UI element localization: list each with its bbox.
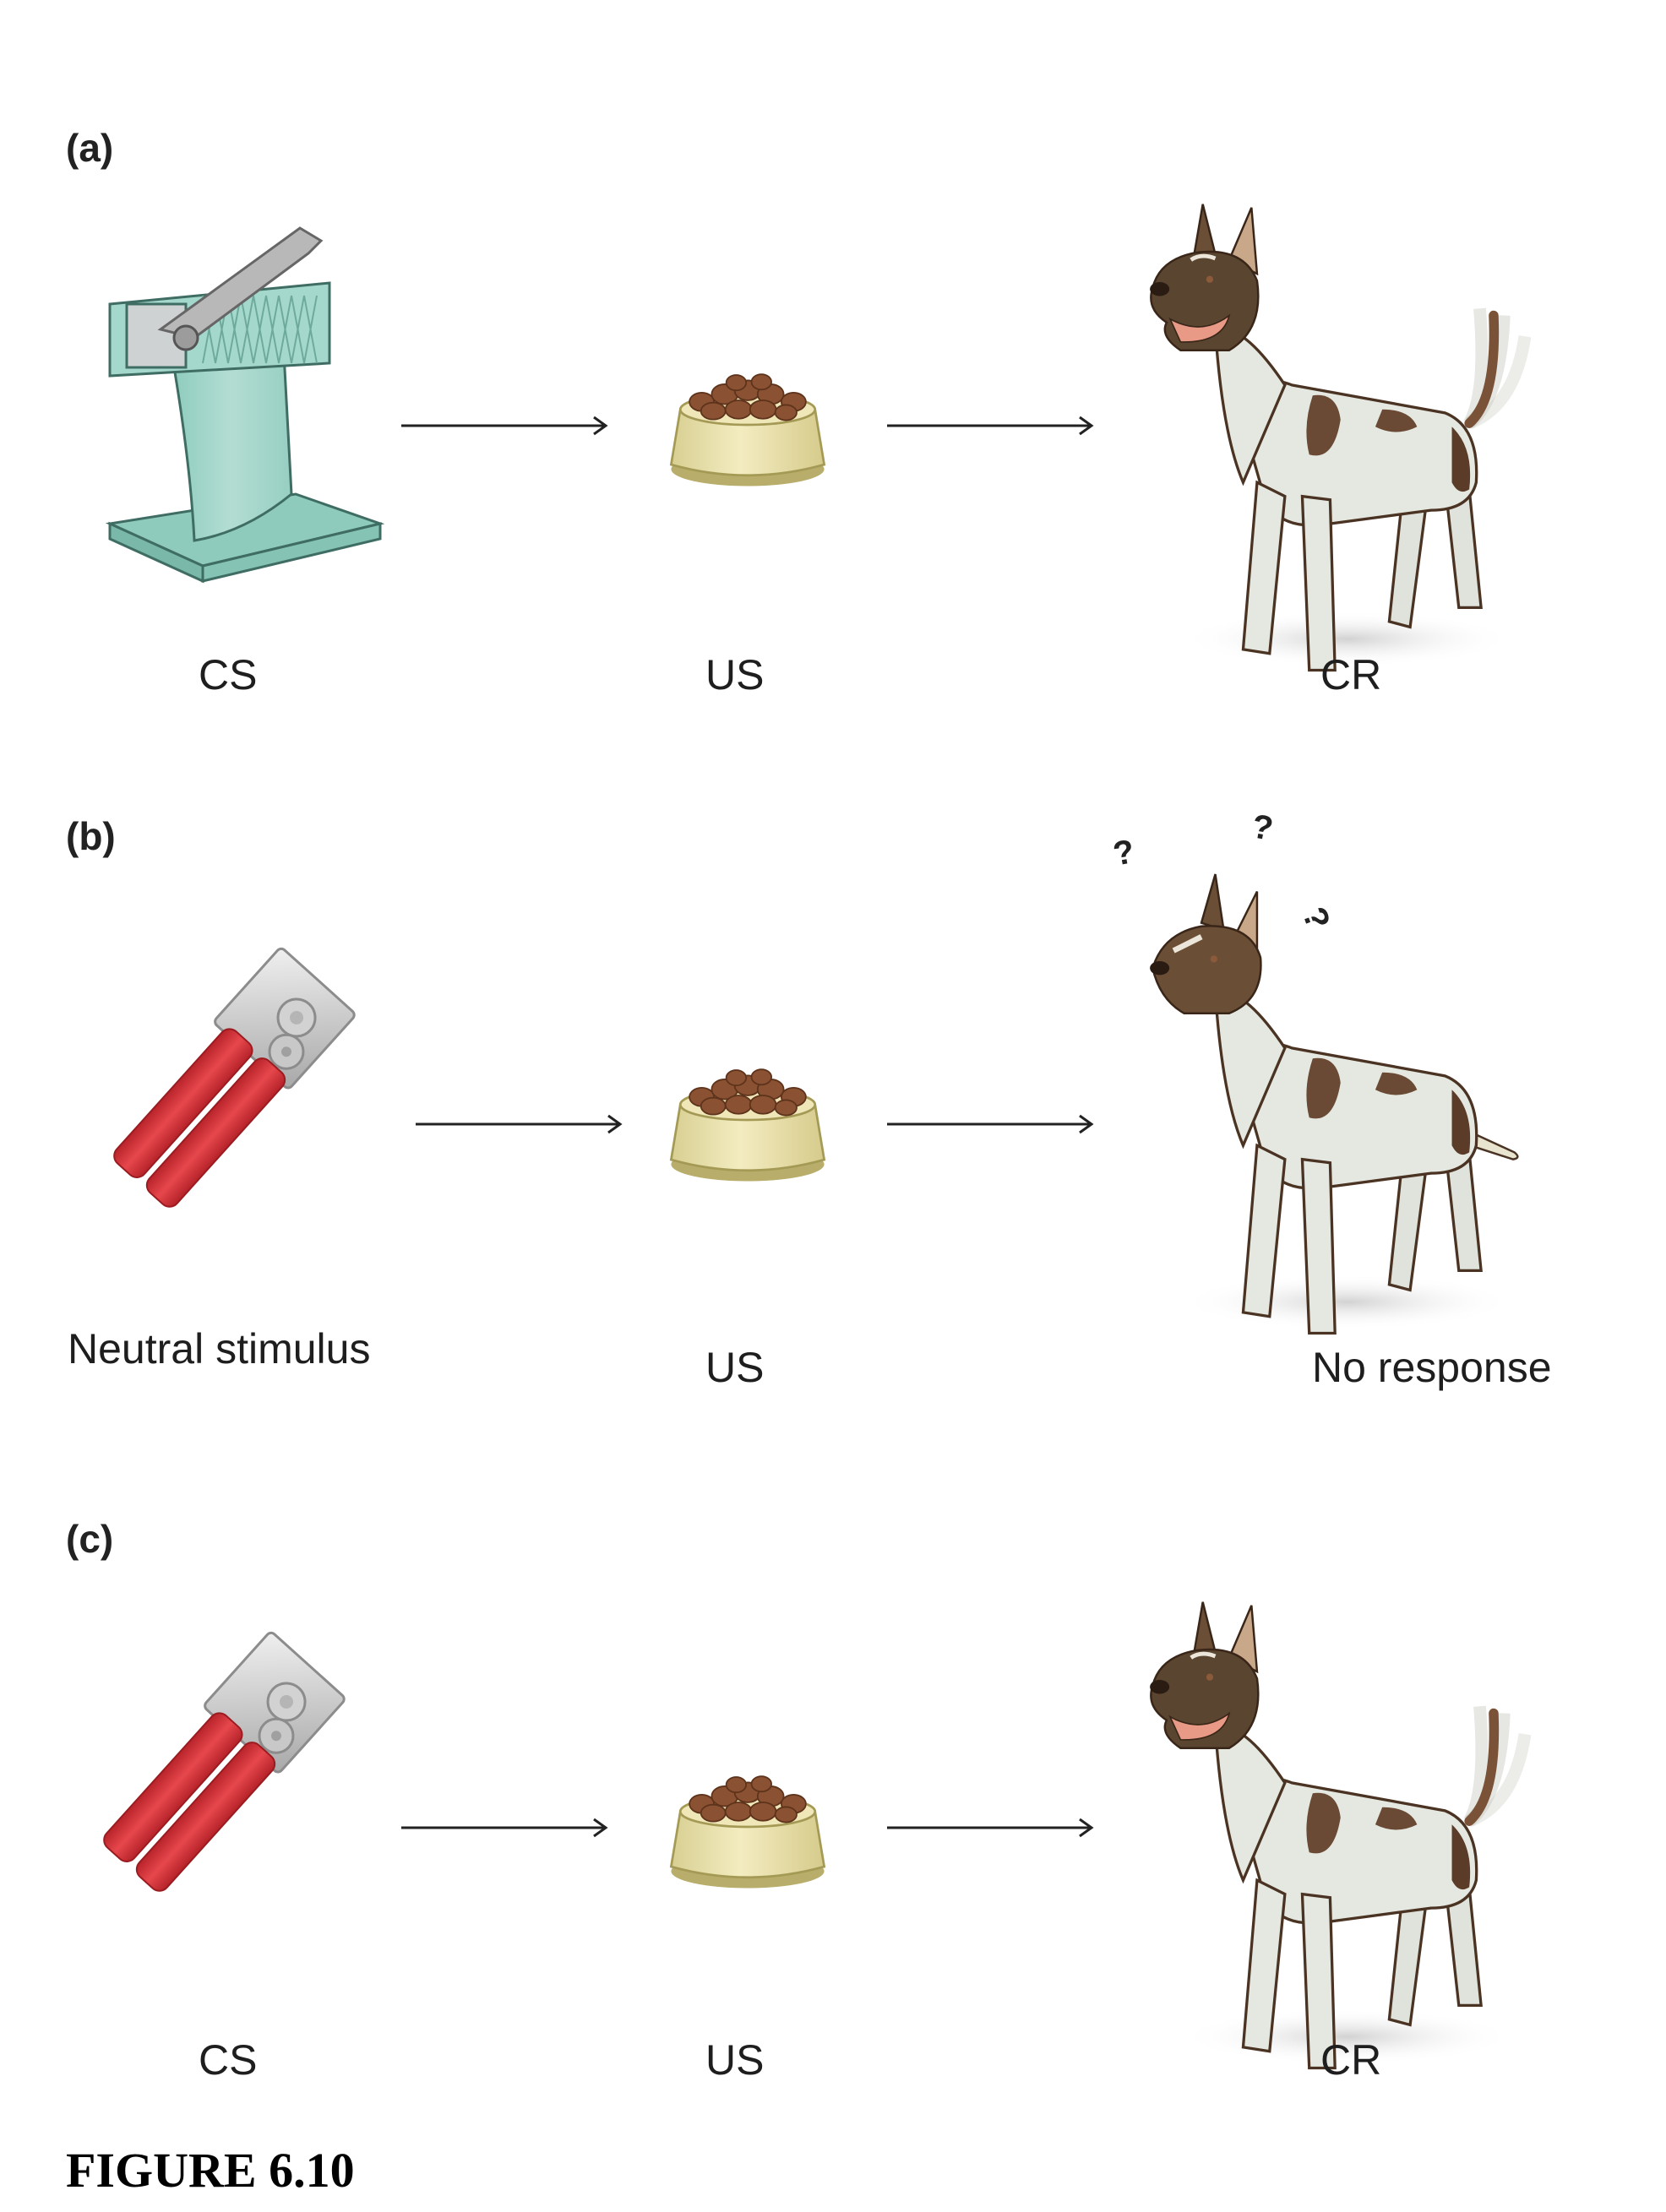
label-us-c: US (705, 2036, 765, 2084)
label-cr-c: CR (1320, 2036, 1382, 2084)
confused-dog-icon (1132, 874, 1519, 1335)
excited-dog-icon (1119, 1609, 1576, 2070)
question-mark-2: ? (1249, 807, 1277, 848)
arrow-us-to-response-b (885, 1114, 1093, 1134)
label-cs-a: CS (199, 651, 258, 698)
excited-dog-icon (1119, 211, 1576, 672)
label-neutral-stimulus-b: Neutral stimulus (68, 1325, 371, 1372)
food-bowl-icon (670, 372, 825, 487)
arrow-cs-to-us-a (400, 416, 607, 436)
arrow-us-to-cr-a (885, 416, 1093, 436)
food-bowl-icon (670, 1774, 825, 1889)
label-cs-c: CS (199, 2036, 258, 2084)
food-bowl-icon (670, 1068, 825, 1182)
question-mark-1: ? (1110, 833, 1137, 873)
arrow-ns-to-us-b (414, 1114, 622, 1134)
label-cr-a: CR (1320, 651, 1382, 698)
panel-a-letter: (a) (66, 126, 114, 170)
panel-c-letter: (c) (66, 1517, 114, 1561)
label-us-b: US (705, 1344, 765, 1391)
label-us-a: US (705, 651, 765, 698)
arrow-cs-to-us-c (400, 1818, 607, 1838)
label-no-response-b: No response (1312, 1344, 1552, 1391)
panel-b-letter: (b) (66, 814, 116, 858)
manual-can-opener-icon (98, 945, 358, 1217)
arrow-us-to-cr-c (885, 1818, 1093, 1838)
electric-can-opener-icon (105, 226, 385, 584)
figure-caption: FIGURE 6.10 (66, 2143, 355, 2198)
manual-can-opener-icon (88, 1629, 348, 1901)
